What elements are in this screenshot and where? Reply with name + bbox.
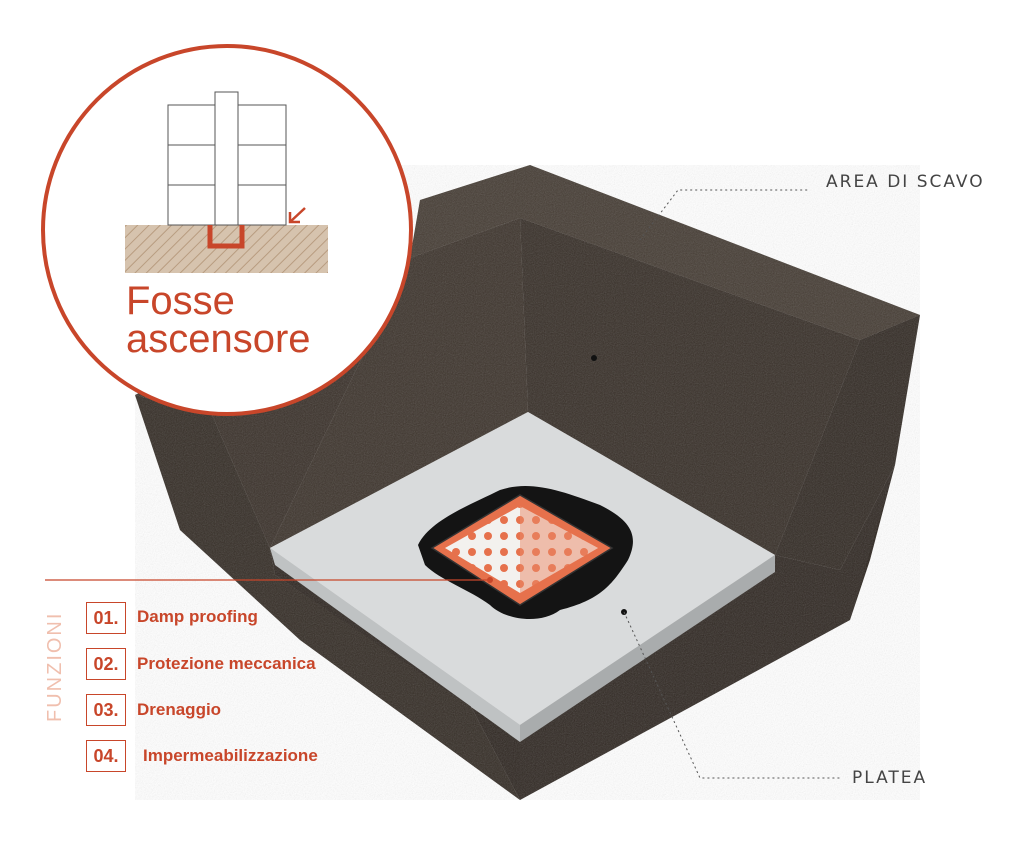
building-icon — [167, 91, 287, 226]
ground-hatch — [125, 225, 328, 273]
funzione-number-3: 03. — [86, 694, 126, 726]
callout-title-line2: ascensore — [126, 317, 311, 361]
funzioni-title: FUNZIONI — [44, 611, 66, 722]
arrow-icon — [288, 207, 306, 224]
funzioni-leader-dot — [487, 577, 493, 583]
callout-title: Fosse ascensore — [126, 279, 311, 361]
funzione-text-2: Protezione meccanica — [137, 654, 316, 673]
funzione-text-3: Drenaggio — [137, 700, 222, 719]
area-leader-line — [639, 189, 810, 241]
callout-circle — [41, 44, 413, 416]
pit-outline — [207, 225, 245, 249]
platea-leader-line — [623, 611, 840, 779]
funzione-number-2: 02. — [86, 648, 126, 680]
callout-title-line1: Fosse — [126, 279, 235, 323]
funzione-text-4: Impermeabilizzazione — [143, 746, 318, 765]
elevator-pit — [418, 485, 633, 620]
funzione-text-1: Damp proofing — [137, 607, 258, 626]
funzione-number-1: 01. — [86, 602, 126, 634]
area-di-scavo-label: AREA DI SCAVO — [826, 172, 985, 192]
funzione-number-4: 04. — [86, 740, 126, 772]
platea-label: PLATEA — [852, 768, 928, 788]
area-marker-dot — [591, 355, 597, 361]
